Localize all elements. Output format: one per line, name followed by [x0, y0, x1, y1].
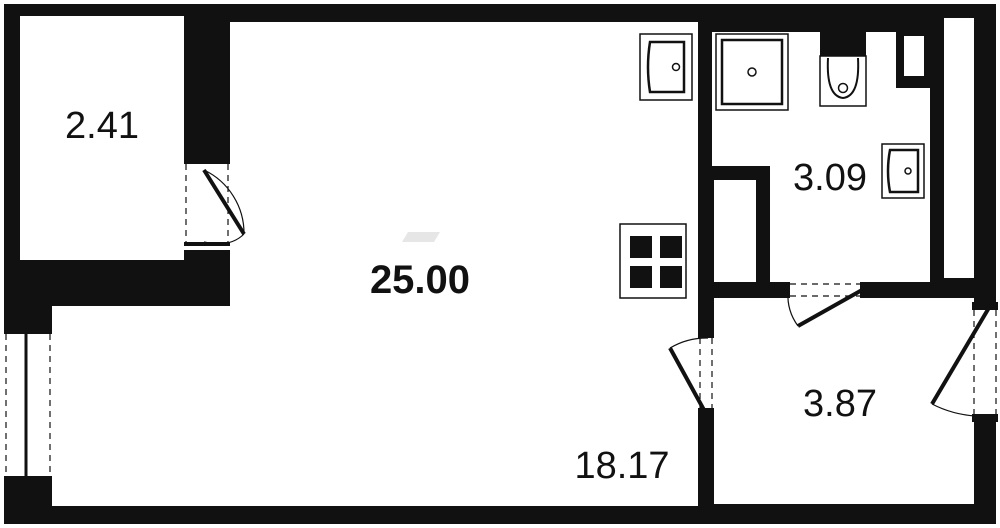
- hallway-living-door-opening: [698, 330, 714, 414]
- living-room-area-label: 18.17: [574, 445, 669, 487]
- watermark-mark: [402, 232, 440, 242]
- balcony-area-label: 2.41: [65, 105, 139, 147]
- bathroom-closet-wall: [706, 166, 770, 286]
- hallway-floor: [714, 298, 974, 504]
- shower-tray-icon: [715, 33, 789, 111]
- hallway-area-label: 3.87: [803, 383, 877, 425]
- toilet-niche-inner: [904, 36, 924, 76]
- bathroom-door-opening: [780, 282, 870, 298]
- entrance-door-leaf: [930, 304, 992, 406]
- living-room-floor: [52, 22, 698, 506]
- washbasin-icon: [881, 143, 925, 199]
- left-window-opening: [4, 326, 52, 484]
- toilet-tank: [820, 32, 866, 56]
- kitchen-sink-icon: [639, 33, 693, 101]
- bathroom-tall-alcove: [944, 18, 974, 278]
- balcony-door-leaf: [202, 168, 246, 236]
- stove-icon: [619, 223, 687, 299]
- hallway-living-door-leaf: [668, 347, 706, 411]
- total-area-label: 25.00: [370, 258, 470, 302]
- balcony-floor: [20, 16, 184, 260]
- bathroom-area-label: 3.09: [793, 157, 867, 199]
- entrance-door-opening: [972, 302, 998, 420]
- bathroom-door-leaf: [797, 288, 863, 328]
- toilet-icon: [819, 55, 867, 107]
